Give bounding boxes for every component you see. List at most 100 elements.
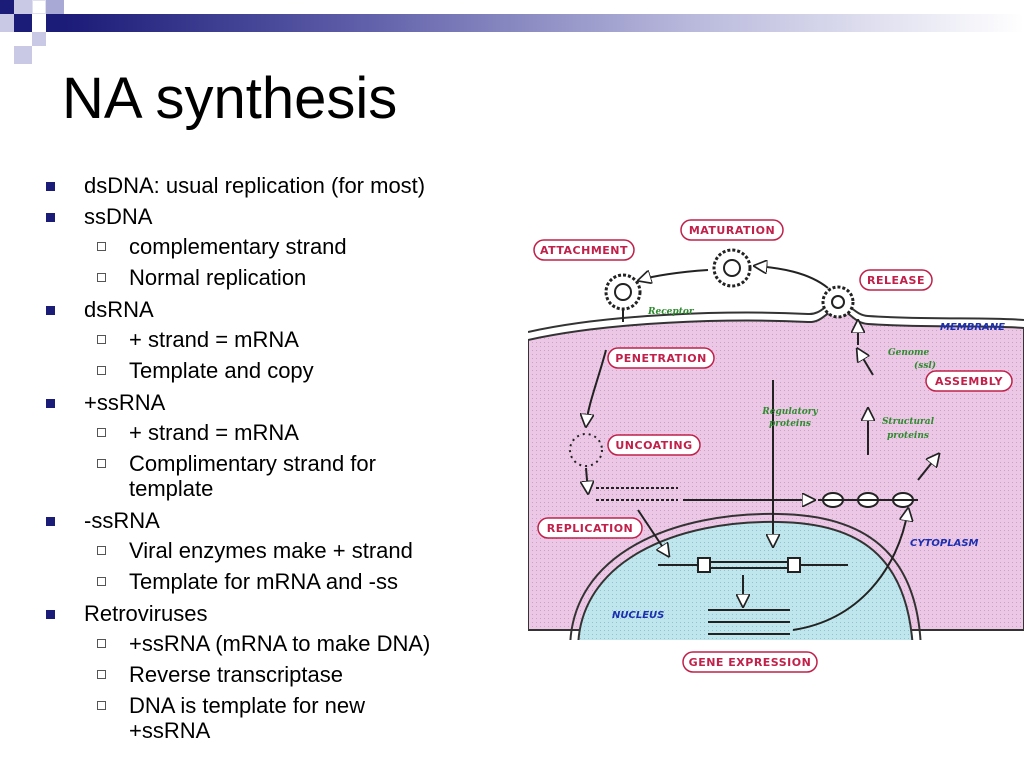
label-replication: REPLICATION bbox=[537, 517, 643, 539]
bullet-marker bbox=[46, 399, 55, 408]
bullet-list: dsDNA: usual replication (for most) ssDN… bbox=[40, 172, 510, 749]
sub-bullet-item: Reverse transcriptase bbox=[40, 662, 510, 687]
sub-bullet-item: + strand = mRNA bbox=[40, 327, 510, 352]
sub-bullet-text: Template and copy bbox=[129, 358, 314, 383]
sub-bullet-text: Complimentary strand for template bbox=[129, 451, 376, 501]
arrow-into-nucleus bbox=[637, 509, 668, 555]
corner-square-decoration bbox=[32, 32, 46, 46]
bullet-text: +ssRNA bbox=[84, 390, 166, 415]
slide-title: NA synthesis bbox=[62, 66, 398, 131]
label-uncoating: UNCOATING bbox=[607, 434, 701, 456]
sub-bullet-item: + strand = mRNA bbox=[40, 420, 510, 445]
sub-bullet-marker bbox=[97, 366, 106, 375]
mrna-transcripts bbox=[708, 609, 790, 635]
sub-bullet-item: +ssRNA (mRNA to make DNA) bbox=[40, 631, 510, 656]
label-attachment-text: ATTACHMENT bbox=[540, 244, 628, 257]
label-maturation: MATURATION bbox=[680, 219, 784, 241]
sub-bullet-text: + strand = mRNA bbox=[129, 327, 299, 352]
viral-life-cycle-diagram: MATURATION ATTACHMENT RELEASE PENETRATIO… bbox=[528, 219, 1024, 690]
corner-square-decoration bbox=[14, 14, 32, 32]
label-gene-expression: GENE EXPRESSION bbox=[682, 651, 818, 673]
bullet-text: ssDNA bbox=[84, 204, 153, 229]
bullet-item: Retroviruses bbox=[40, 600, 510, 628]
arrow-release-to-maturation bbox=[756, 266, 829, 289]
viral-dna bbox=[596, 487, 848, 573]
annotation-genome-copy: (ssl) bbox=[914, 360, 936, 371]
sub-bullet-marker bbox=[97, 546, 106, 555]
sub-bullet-text: Reverse transcriptase bbox=[129, 662, 343, 687]
virus-particle-maturation bbox=[712, 248, 752, 288]
sub-bullet-text: complementary strand bbox=[129, 234, 347, 259]
sub-bullet-marker bbox=[97, 335, 106, 344]
sub-bullet-marker bbox=[97, 639, 106, 648]
bullet-text: dsRNA bbox=[84, 297, 154, 322]
arrow-genome bbox=[858, 350, 874, 376]
label-assembly: ASSEMBLY bbox=[925, 370, 1013, 392]
bullet-item: dsDNA: usual replication (for most) bbox=[40, 172, 510, 200]
corner-square-decoration bbox=[46, 14, 64, 32]
arrow-mrna-export bbox=[792, 510, 908, 631]
sub-bullet-text: Normal replication bbox=[129, 265, 307, 290]
arrow-uncoating-to-replication bbox=[586, 467, 588, 492]
nucleus-envelope bbox=[569, 512, 922, 651]
sub-bullet-item: DNA is template for new +ssRNA bbox=[40, 693, 419, 743]
virus-particle-release bbox=[821, 285, 855, 319]
sub-bullet-item: Template for mRNA and -ss bbox=[40, 569, 510, 594]
title-band-decoration bbox=[64, 14, 1024, 32]
arrow-to-assembly bbox=[917, 455, 938, 481]
sub-bullet-marker bbox=[97, 242, 106, 251]
label-maturation-text: MATURATION bbox=[689, 224, 775, 237]
bullet-item: dsRNA bbox=[40, 296, 510, 324]
bullet-marker bbox=[46, 517, 55, 526]
annotation-cytoplasm: CYTOPLASM bbox=[910, 538, 979, 549]
label-assembly-text: ASSEMBLY bbox=[935, 375, 1004, 388]
sub-bullet-item: complementary strand bbox=[40, 234, 510, 259]
label-release-text: RELEASE bbox=[867, 274, 925, 287]
label-replication-text: REPLICATION bbox=[547, 522, 634, 535]
sub-bullet-text: + strand = mRNA bbox=[129, 420, 299, 445]
sub-bullet-text: Template for mRNA and -ss bbox=[129, 569, 398, 594]
bullet-text: dsDNA: usual replication (for most) bbox=[84, 173, 426, 198]
sub-bullet-marker bbox=[97, 459, 106, 468]
annotation-regulatory-line1: Regulatory bbox=[761, 407, 818, 417]
label-gene-expression-text: GENE EXPRESSION bbox=[689, 656, 812, 669]
annotation-genome: Genome bbox=[888, 348, 929, 358]
bullet-marker bbox=[46, 306, 55, 315]
bullet-marker bbox=[46, 213, 55, 222]
sub-bullet-marker bbox=[97, 701, 106, 710]
sub-bullet-text: +ssRNA (mRNA to make DNA) bbox=[129, 631, 431, 656]
bullet-marker bbox=[46, 610, 55, 619]
corner-square-decoration bbox=[0, 0, 14, 14]
label-uncoating-text: UNCOATING bbox=[615, 439, 692, 452]
corner-square-decoration bbox=[14, 0, 32, 14]
sub-bullet-item: Template and copy bbox=[40, 358, 510, 383]
arrow-maturation-to-attachment bbox=[640, 269, 709, 280]
arrow-penetration bbox=[586, 349, 607, 425]
virus-particle-attachment bbox=[604, 273, 642, 322]
sub-bullet-text: DNA is template for new +ssRNA bbox=[129, 693, 365, 743]
annotation-nucleus: NUCLEUS bbox=[612, 610, 664, 621]
uncoating-particle bbox=[569, 433, 603, 467]
corner-square-decoration bbox=[46, 0, 64, 14]
label-attachment: ATTACHMENT bbox=[533, 239, 635, 261]
annotation-membrane: MEMBRANE bbox=[940, 322, 1005, 333]
label-penetration-text: PENETRATION bbox=[615, 352, 707, 365]
sub-bullet-marker bbox=[97, 428, 106, 437]
annotation-receptor: Receptor bbox=[647, 307, 695, 317]
bullet-item: +ssRNA bbox=[40, 389, 510, 417]
bullet-item: -ssRNA bbox=[40, 507, 510, 535]
annotation-regulatory-line2: proteins bbox=[769, 419, 811, 429]
corner-square-decoration bbox=[0, 14, 14, 32]
sub-bullet-text: Viral enzymes make + strand bbox=[129, 538, 413, 563]
annotation-structural-line1: Structural bbox=[882, 417, 935, 427]
bullet-text: -ssRNA bbox=[84, 508, 160, 533]
annotation-structural-line2: proteins bbox=[887, 431, 929, 441]
bullet-marker bbox=[46, 182, 55, 191]
ribosomes bbox=[818, 492, 918, 508]
corner-square-decoration bbox=[32, 0, 46, 14]
label-penetration: PENETRATION bbox=[607, 347, 715, 369]
bullet-item: ssDNA bbox=[40, 203, 510, 231]
sub-bullet-item: Normal replication bbox=[40, 265, 510, 290]
sub-bullet-item: Viral enzymes make + strand bbox=[40, 538, 510, 563]
sub-bullet-item: Complimentary strand for template bbox=[40, 451, 419, 501]
